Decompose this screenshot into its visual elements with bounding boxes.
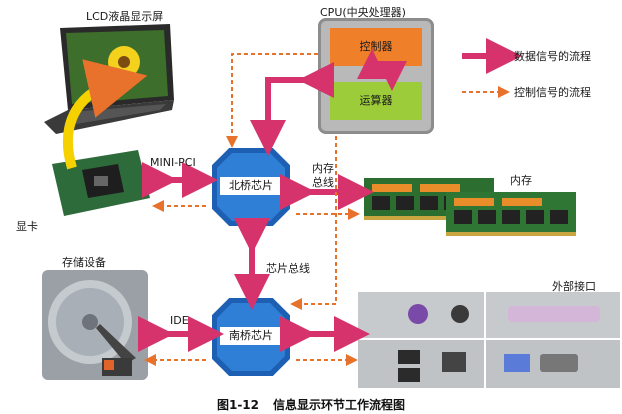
external-ports-label: 外部接口 <box>552 280 596 293</box>
north-bridge-chip: 北桥芯片 <box>212 148 290 226</box>
io-ports-icon <box>358 292 620 388</box>
ide-label: IDE <box>170 314 189 327</box>
legend-control-label: 控制信号的流程 <box>514 86 591 99</box>
north-bridge-label: 北桥芯片 <box>220 177 282 195</box>
legend-data-label: 数据信号的流程 <box>514 50 591 63</box>
memory-label: 内存 <box>510 174 532 187</box>
memory-bus-label-2: 总线 <box>312 176 334 189</box>
figure-title: 信息显示环节工作流程图 <box>273 398 406 412</box>
figure-caption: 图1-12 信息显示环节工作流程图 <box>0 396 622 413</box>
chipset-bus-label: 芯片总线 <box>266 262 310 275</box>
hard-drive-icon <box>40 266 152 384</box>
storage-label: 存储设备 <box>62 256 106 269</box>
cpu-nb-arrow <box>250 62 334 156</box>
cpu-title: CPU(中央处理器) <box>320 6 406 19</box>
south-bridge-chip: 南桥芯片 <box>212 298 290 376</box>
gpu-to-lcd-arrow <box>63 59 148 170</box>
figure-number: 图1-12 <box>216 398 259 412</box>
lcd-label: LCD液晶显示屏 <box>86 10 164 23</box>
alu-label: 运算器 <box>359 94 393 107</box>
gpu-label: 显卡 <box>16 220 38 233</box>
memory-module-icon <box>362 172 578 244</box>
south-bridge-label: 南桥芯片 <box>220 327 282 345</box>
control-cpu-nb <box>226 53 318 148</box>
mini-pci-label: MINI-PCI <box>150 156 196 169</box>
control-cpu-ports <box>290 136 337 310</box>
memory-bus-label-1: 内存 <box>312 162 334 175</box>
